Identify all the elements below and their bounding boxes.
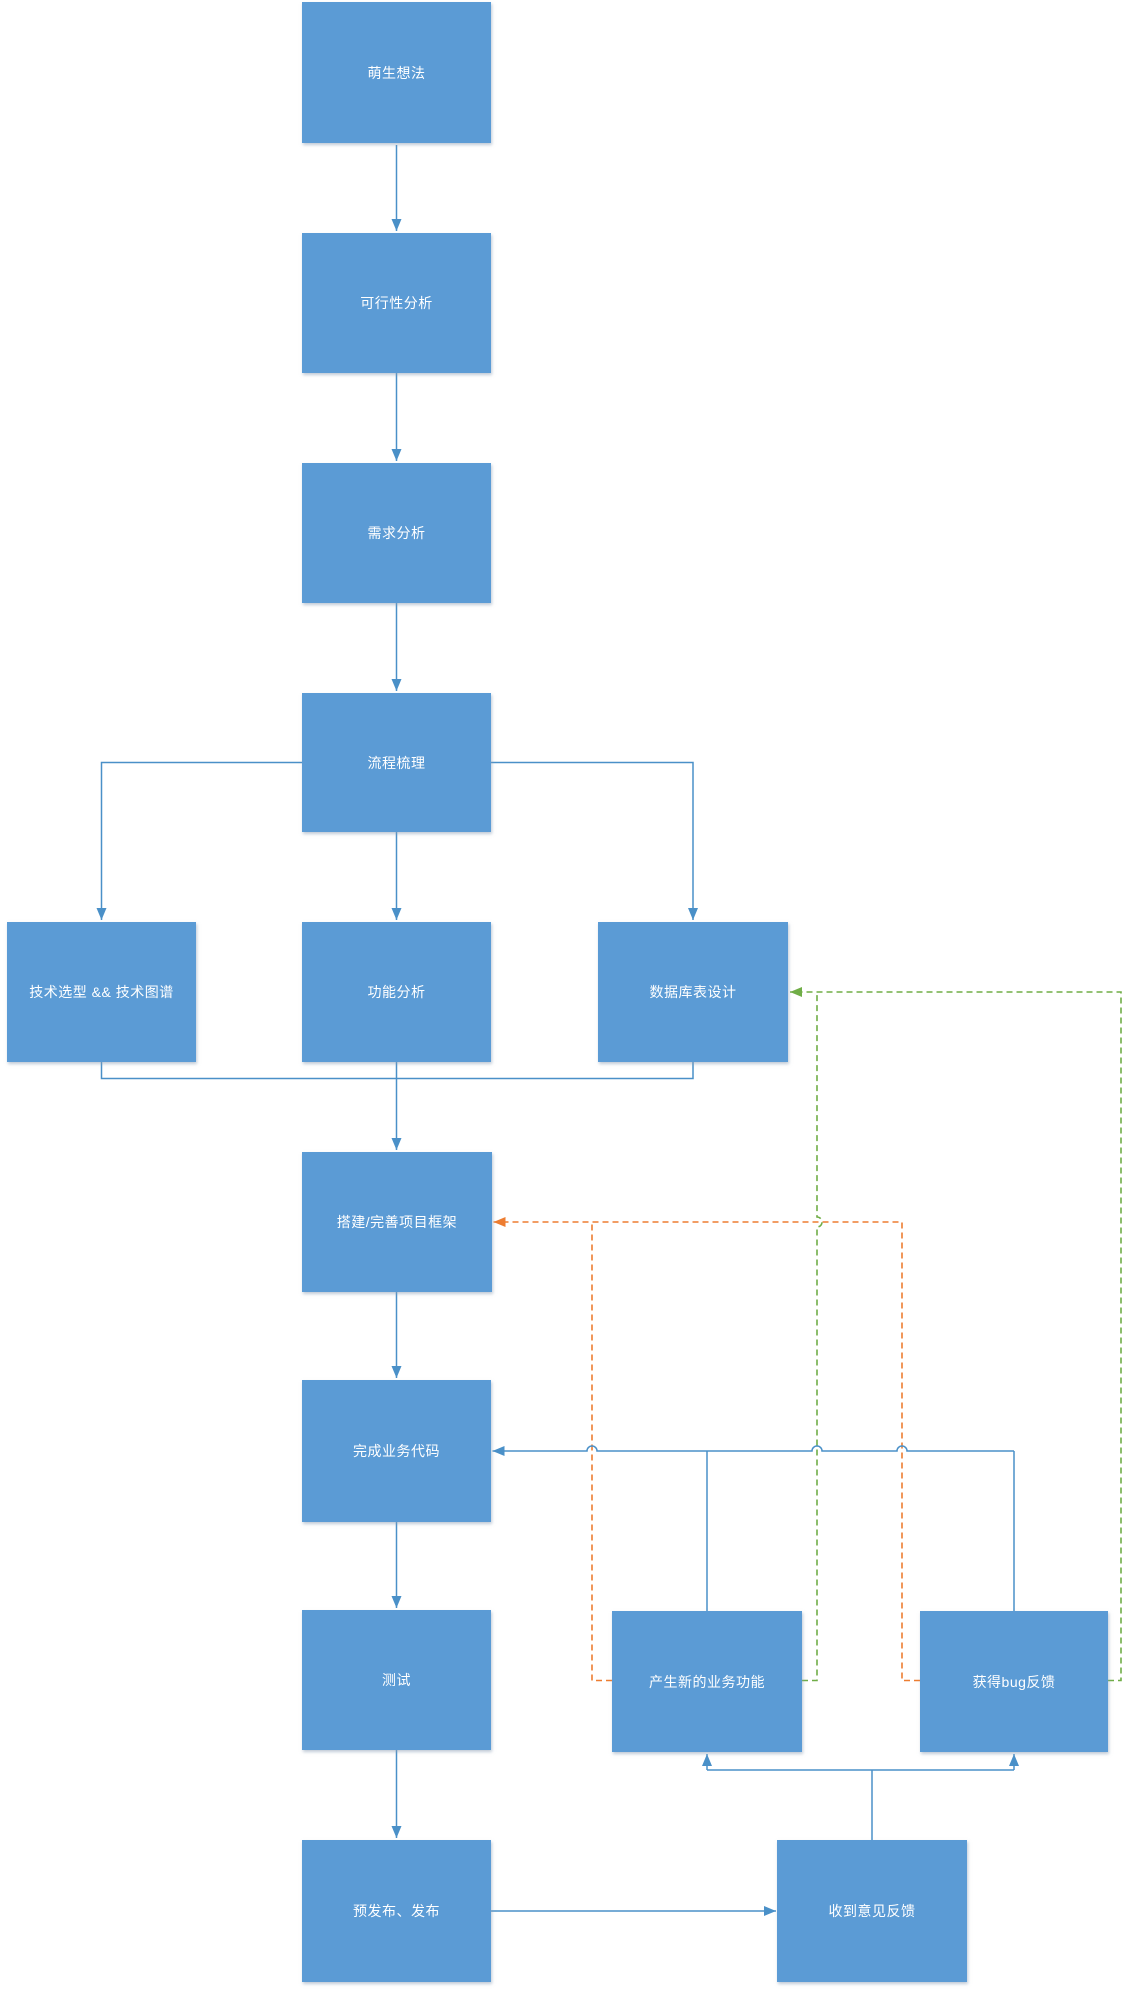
- node-framework: 搭建/完善项目框架: [302, 1152, 492, 1292]
- node-feedback: 收到意见反馈: [777, 1840, 967, 1982]
- node-test: 测试: [302, 1610, 491, 1750]
- edge-process-to-tech: [96, 761, 302, 920]
- node-new-feature: 产生新的业务功能: [612, 1611, 802, 1752]
- node-process: 流程梳理: [302, 693, 491, 832]
- edge-new-feature-to-framework: [591, 1222, 612, 1682]
- node-code: 完成业务代码: [302, 1380, 491, 1522]
- node-release: 预发布、发布: [302, 1840, 491, 1982]
- node-feasibility: 可行性分析: [302, 233, 491, 373]
- node-bug-feedback: 获得bug反馈: [920, 1611, 1108, 1752]
- node-requirements: 需求分析: [302, 463, 491, 603]
- edge-process-to-database: [491, 761, 698, 920]
- node-function: 功能分析: [302, 922, 491, 1062]
- edge-bug-feedback-to-database: [790, 987, 1122, 1682]
- node-idea: 萌生想法: [302, 2, 491, 143]
- edge-new-feature-to-database: [802, 992, 823, 1682]
- node-database: 数据库表设计: [598, 922, 788, 1062]
- node-tech: 技术选型 && 技术图谱: [7, 922, 196, 1062]
- edge-bug-feedback-to-framework: [493, 1217, 920, 1682]
- edge-loop-to-code: [492, 1445, 1014, 1456]
